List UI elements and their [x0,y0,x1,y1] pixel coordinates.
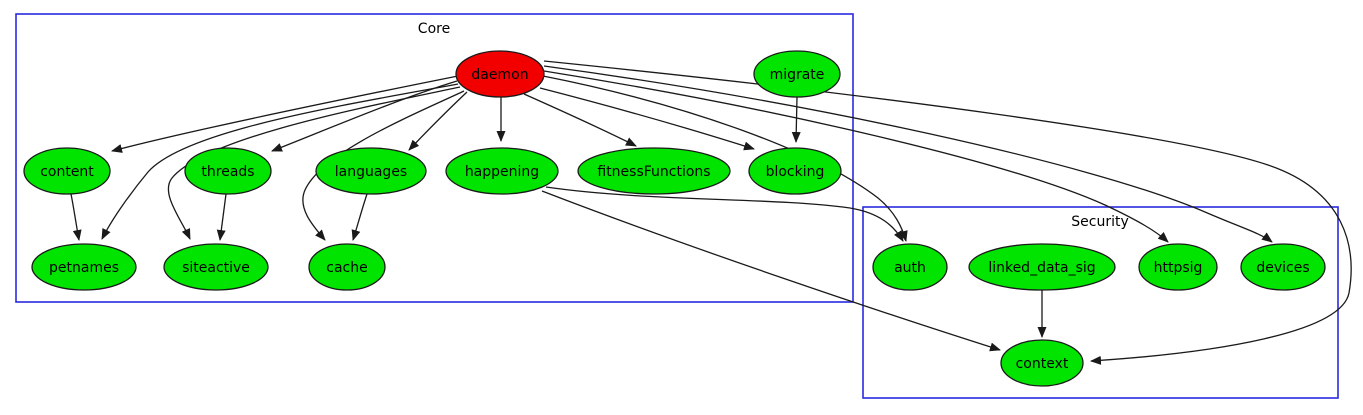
node-linked_data_sig: linked_data_sig [968,243,1116,291]
node-blocking: blocking [748,147,842,195]
node-label-petnames: petnames [49,260,119,276]
edge-content-petnames [70,193,82,241]
node-label-threads: threads [201,164,254,180]
node-happening: happening [445,147,559,195]
edge-happening-context [541,190,1001,352]
node-label-content: content [40,164,94,180]
edge-daemon-languages [408,91,468,151]
node-httpsig: httpsig [1138,243,1218,291]
edge-daemon-context [543,60,1352,365]
node-migrate: migrate [753,50,841,98]
node-label-auth: auth [894,260,926,276]
node-content: content [23,147,111,195]
edge-happening-auth [545,186,904,242]
node-label-happening: happening [465,164,539,180]
node-threads: threads [184,147,272,195]
node-context: context [1000,339,1084,387]
edge-daemon-httpsig [543,70,1169,243]
edge-daemon-petnames [101,83,459,240]
node-label-migrate: migrate [770,67,825,83]
node-fitnessFunctions: fitnessFunctions [577,147,731,195]
node-devices: devices [1240,243,1326,291]
node-petnames: petnames [31,243,137,291]
node-siteactive: siteactive [163,243,269,291]
node-label-httpsig: httpsig [1154,260,1203,276]
node-label-devices: devices [1256,260,1309,276]
cluster-security [862,206,1339,399]
cluster-core [15,13,854,303]
edge-daemon-devices [543,65,1273,243]
node-label-fitnessFunctions: fitnessFunctions [597,164,710,180]
edge-daemon-blocking [539,87,755,151]
node-label-context: context [1016,356,1069,372]
node-label-siteactive: siteactive [182,260,250,276]
edge-daemon-threads [271,80,458,152]
edge-languages-cache [351,193,368,241]
node-label-cache: cache [326,260,367,276]
edge-migrate-blocking [791,96,801,143]
edge-daemon-fitnessFunctions [523,93,637,147]
cluster-label-core: Core [418,21,450,37]
node-cache: cache [308,243,386,291]
edge-threads-siteactive [216,193,227,241]
cluster-label-security: Security [1071,214,1129,230]
edge-daemon-content [111,75,459,153]
node-label-blocking: blocking [766,164,825,180]
node-label-daemon: daemon [471,67,528,83]
node-label-linked_data_sig: linked_data_sig [988,260,1095,276]
node-languages: languages [315,147,427,195]
node-daemon: daemon [455,50,545,98]
node-label-languages: languages [335,164,407,180]
node-auth: auth [872,243,948,291]
